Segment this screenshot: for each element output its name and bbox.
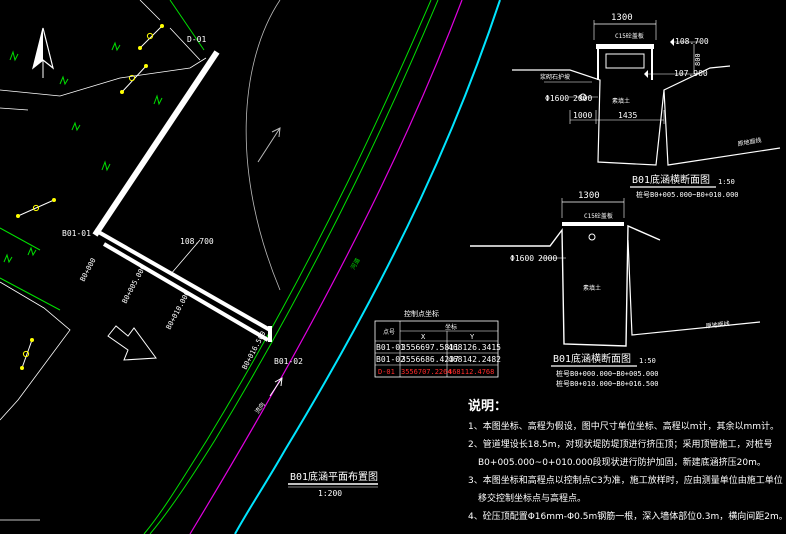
s2-station-2: 桩号B0+010.000~B0+016.500 — [556, 379, 659, 388]
table-title: 控制点坐标 — [404, 309, 439, 318]
plan-boundaries — [0, 0, 207, 521]
table-row-y: 468126.3415 — [448, 343, 501, 352]
cross-section-1 — [512, 20, 781, 166]
s1-pipe-len: 2000 — [573, 94, 592, 103]
table-row-y: 468112.4768 — [448, 368, 494, 376]
s1-height: 800 — [694, 53, 702, 66]
s2-pipe-len: 2000 — [538, 254, 557, 263]
notes-heading: 说明： — [468, 399, 508, 414]
table-row-id: D-01 — [378, 368, 395, 376]
label-chainage-end: B0+016.500 — [241, 330, 268, 371]
label-b01-02: B01-02 — [274, 357, 303, 366]
table-row-x: 3556686.4237 — [401, 355, 459, 364]
note-line: B0+005.000~0+010.000段现状进行防护加固，新建底涵挤压20m。 — [478, 458, 766, 468]
plan-title: B01底涵平面布置图 — [290, 470, 378, 483]
boundary-magenta — [189, 0, 463, 534]
label-chainage-5: B0+005.000 — [121, 264, 148, 305]
note-line: 4、砼压顶配置Φ16mm-Φ0.5m钢筋一根，深入墙体部位0.3m，横向间距2m… — [468, 512, 786, 522]
note-line: 1、本图坐标、高程为假设，图中尺寸单位坐标、高程以m计，其余以mm计。 — [468, 422, 780, 432]
s1-concrete: C15砼盖板 — [615, 32, 644, 40]
s1-dim-b: 1435 — [618, 111, 637, 120]
tree-symbols — [16, 24, 164, 370]
table-header-no: 点号 — [383, 328, 395, 336]
s1-width: 1300 — [611, 13, 633, 23]
channel-arrow-icon — [257, 127, 281, 163]
label-chainage-0: B0+000 — [79, 257, 98, 283]
table-row-x: 3556707.2264 — [401, 368, 452, 376]
table-row-y: 468142.2482 — [448, 355, 501, 364]
note-line: 3、本图坐标和高程点以控制点C3为准，施工放样时，应由测量单位由施工单位 — [468, 476, 783, 486]
label-river: 河道 — [349, 257, 362, 271]
flow-direction-icon — [107, 325, 157, 361]
s1-scale: 1:50 — [718, 178, 735, 186]
table-row-x: 3556697.5811 — [401, 343, 459, 352]
river-line — [234, 0, 501, 534]
s2-ground: 原地面线 — [705, 320, 730, 330]
label-chainage-10: B0+010.000 — [165, 290, 192, 331]
s1-elev-bottom: 107.900 — [674, 69, 708, 78]
cross-section-2 — [470, 198, 761, 347]
north-arrow-icon — [31, 27, 55, 78]
road-edges — [0, 0, 439, 534]
s1-elev-top: 108.700 — [675, 37, 709, 46]
table-header-coord: 坐标 — [445, 323, 457, 331]
s1-stations: 桩号B0+005.000~B0+010.000 — [636, 190, 739, 199]
note-line: 2、管道埋设长18.5m，对现状堤防堤顶进行挤压顶；采用顶管施工，对桩号 — [468, 440, 773, 450]
control-table: 控制点坐标 点号 坐标 X Y B01-01 3556697.5811 4681… — [374, 309, 501, 378]
culvert-plan — [92, 50, 272, 342]
label-elevation: 108.700 — [180, 237, 214, 246]
plan-scale: 1:200 — [318, 489, 342, 498]
table-row-id: B01-01 — [376, 343, 405, 352]
s2-station-1: 桩号B0+000.000~B0+005.000 — [556, 369, 659, 378]
s1-ground: 原地面线 — [737, 136, 762, 148]
table-header-x: X — [421, 333, 426, 341]
s2-scale: 1:50 — [639, 357, 656, 365]
s1-pipe: Φ1600 — [545, 94, 569, 103]
table-row-id: B01-02 — [376, 355, 405, 364]
notes-block: 说明： 1、本图坐标、高程为假设，图中尺寸单位坐标、高程以m计，其余以mm计。 … — [468, 398, 786, 526]
s2-concrete: C15砼盖板 — [584, 212, 613, 220]
s2-width: 1300 — [578, 191, 600, 201]
label-b01-01: B01-01 — [62, 229, 91, 238]
table-header-y: Y — [470, 333, 475, 341]
s2-fill: 素填土 — [583, 284, 601, 292]
s2-pipe: Φ1600 — [510, 254, 534, 263]
dike-line — [245, 0, 281, 291]
s1-fill: 素填土 — [612, 97, 630, 105]
s2-title: B01底涵横断面图 — [553, 352, 631, 365]
s1-dim-a: 1000 — [573, 111, 592, 120]
s1-title: B01底涵横断面图 — [632, 173, 710, 186]
note-line: 移交控制坐标点与高程点。 — [478, 494, 587, 504]
label-flow: 流向 — [253, 401, 266, 415]
label-d01: D-01 — [187, 35, 206, 44]
river-arrow-icon — [269, 377, 283, 397]
s1-slope: 浆砌石护坡 — [540, 73, 570, 81]
vegetation-symbols — [3, 41, 163, 264]
